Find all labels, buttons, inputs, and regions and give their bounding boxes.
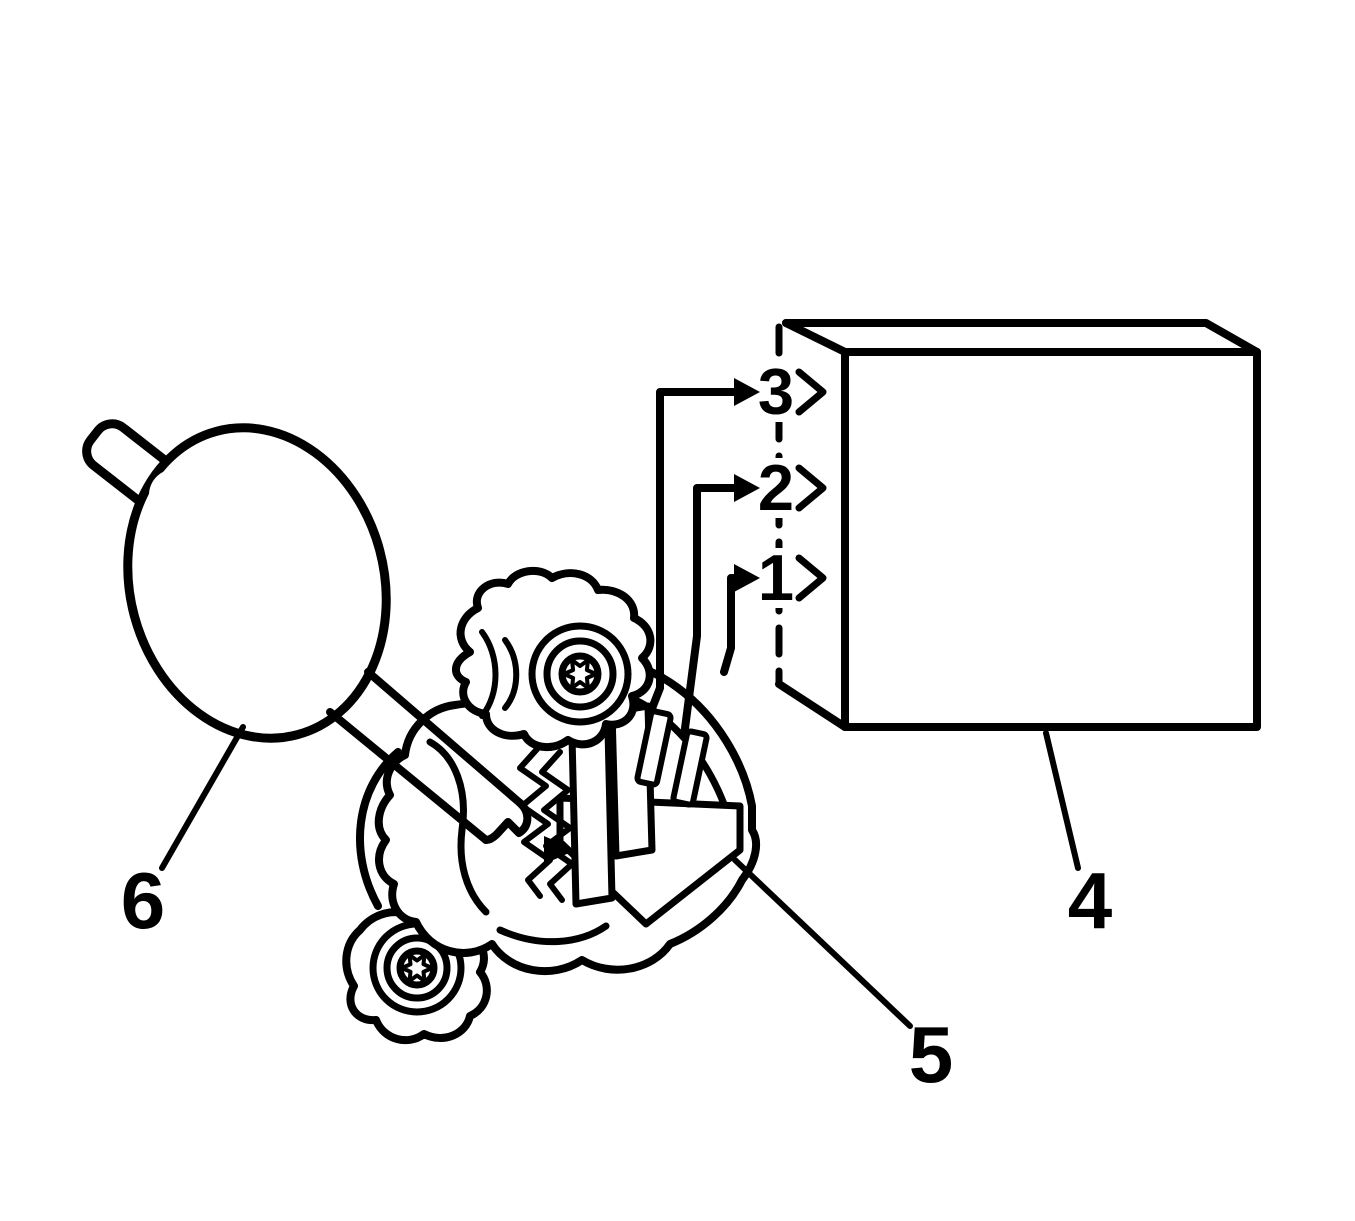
part-label-6: 6 (121, 856, 166, 945)
element-plate-left (568, 726, 616, 908)
bracket-outer-edge (356, 748, 402, 910)
pin-2-label: 2 (758, 451, 794, 524)
part-label-4: 4 (1068, 856, 1113, 945)
control-module-box (750, 319, 1261, 731)
float-bulb (82, 419, 391, 743)
pointer-arrowhead-icon (544, 836, 576, 864)
barrel-body-line-1 (502, 637, 520, 711)
float-arm (326, 668, 532, 844)
barrel-body-line-2 (479, 629, 499, 719)
module-box-fill (779, 323, 1257, 727)
connector-barrel (452, 566, 655, 752)
housing-lower-duct (496, 922, 610, 946)
leader-line-4 (1043, 730, 1081, 871)
upper-torx-screw-icon (562, 658, 598, 690)
pin-3-connector-chevron-icon (795, 368, 827, 416)
housing-cutaway-wall (426, 738, 490, 916)
pin-1-arrowhead-icon (734, 564, 760, 592)
pin-1-label: 1 (758, 541, 794, 614)
module-box-outline (775, 319, 1261, 731)
leader-line-6 (159, 724, 246, 871)
terminal-pin-right (670, 728, 710, 808)
float-arm-upper-edge (364, 668, 524, 807)
terminal-pins (634, 708, 710, 808)
pin-2-wire (680, 484, 740, 740)
leader-lines (159, 724, 1081, 1029)
terminal-pin-left (634, 708, 674, 788)
labels: 3 2 1 4 5 6 (121, 355, 1113, 1099)
pin-3-label: 3 (758, 355, 794, 428)
break-line-left (517, 745, 553, 899)
pin-3-wire (645, 388, 740, 720)
pin-1-wire (720, 574, 740, 676)
part-label-5: 5 (909, 1010, 954, 1099)
wiring (645, 378, 760, 740)
float-nub-join (149, 469, 201, 521)
pin-1-connector-chevron-icon (795, 554, 827, 602)
float-arm-lower-edge (326, 708, 490, 844)
lower-torx-screw-icon (400, 953, 434, 983)
float-arm-tip-notch (482, 799, 532, 844)
leader-line-5 (732, 857, 913, 1029)
pin-2-connector-chevron-icon (795, 464, 827, 512)
pin-3-arrowhead-icon (734, 378, 760, 406)
break-line-right (539, 749, 575, 903)
pin-2-arrowhead-icon (734, 474, 760, 502)
